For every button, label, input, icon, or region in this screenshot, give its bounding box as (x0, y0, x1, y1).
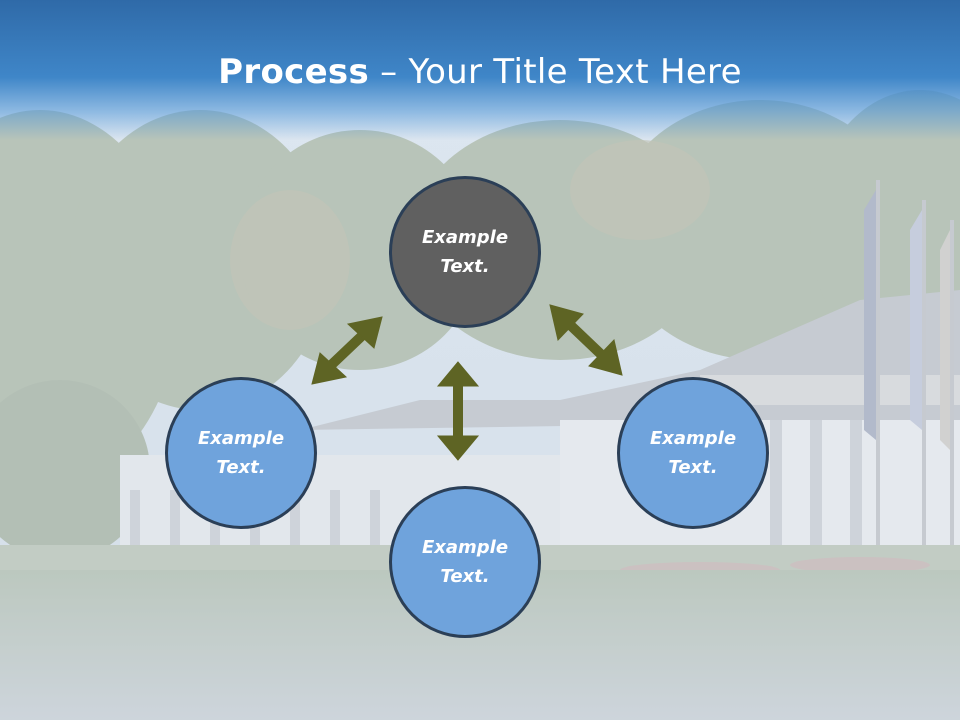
node-top-line2: Text. (440, 256, 490, 277)
node-right-line1: Example (649, 428, 737, 449)
title-bar (0, 0, 960, 140)
slide-title: Process – Your Title Text Here (0, 52, 960, 92)
process-node-right: Example Text. (617, 377, 769, 529)
node-bottom-line1: Example (421, 537, 509, 558)
node-left-line2: Text. (216, 457, 266, 478)
process-node-top: Example Text. (389, 176, 541, 328)
node-left-line1: Example (197, 428, 285, 449)
node-right-line2: Text. (668, 457, 718, 478)
double-arrow-left (311, 316, 383, 385)
process-node-bottom: Example Text. (389, 486, 541, 638)
node-top-line1: Example (421, 227, 509, 248)
title-rest-part: – Your Title Text Here (369, 52, 742, 92)
process-node-left: Example Text. (165, 377, 317, 529)
double-arrow-vertical (436, 361, 480, 461)
node-bottom-line2: Text. (440, 566, 490, 587)
title-bold-part: Process (218, 52, 370, 92)
double-arrow-right (549, 304, 623, 376)
